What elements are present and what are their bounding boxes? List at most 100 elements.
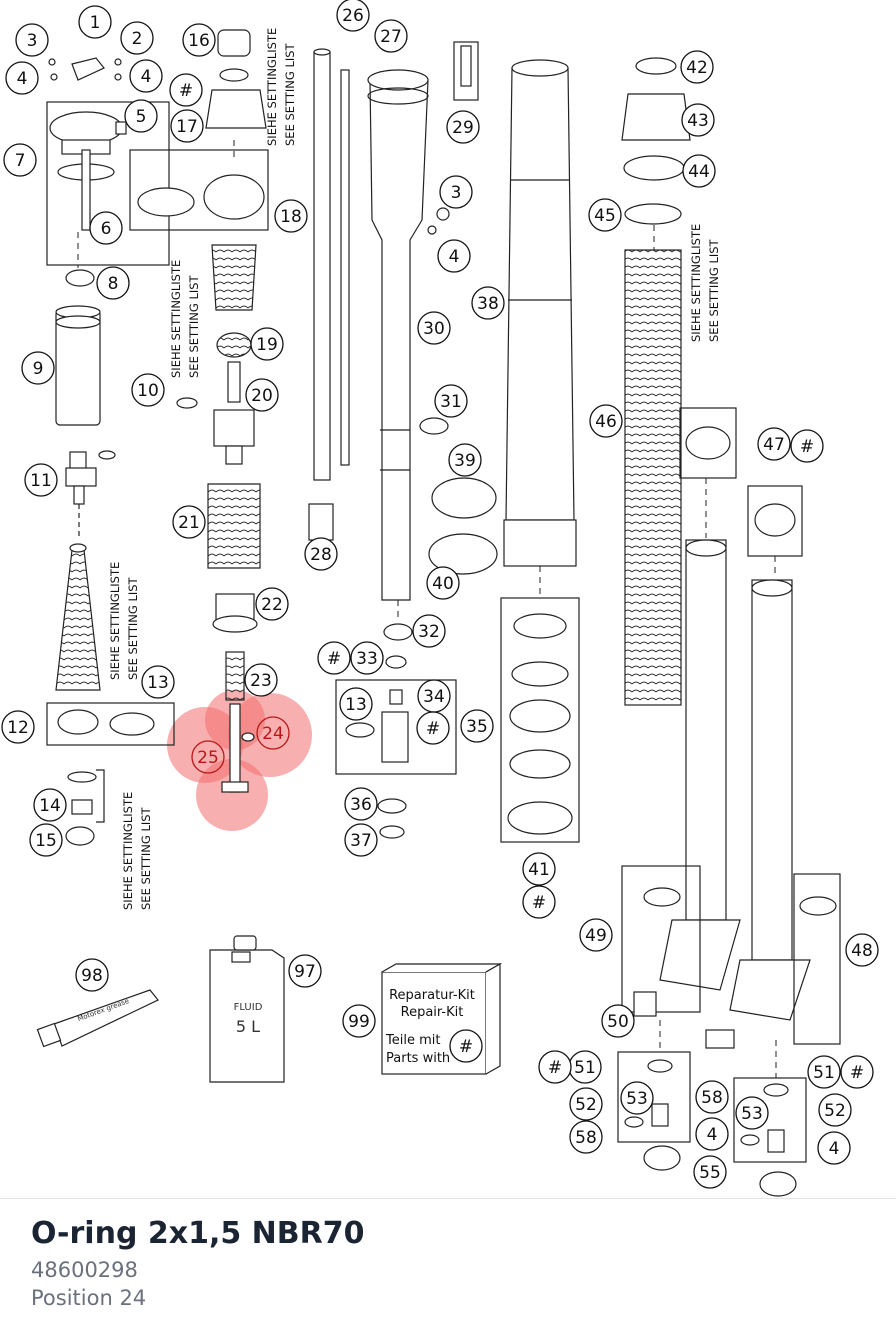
piston-rod-11 xyxy=(65,451,97,540)
box-58-right xyxy=(733,1077,807,1163)
callout-53-2[interactable]: 53 xyxy=(741,1104,763,1124)
callout-97-circle xyxy=(288,954,322,988)
callout-2[interactable]: 2 xyxy=(132,29,143,49)
lower-leg-right xyxy=(729,579,841,1045)
callout-40[interactable]: 40 xyxy=(432,574,454,594)
callout-10[interactable]: 10 xyxy=(137,381,159,401)
callout-19-circle xyxy=(250,327,284,361)
callout-4-4[interactable]: 4 xyxy=(707,1125,718,1145)
callout-51[interactable]: 51 xyxy=(574,1058,596,1078)
callout-48[interactable]: 48 xyxy=(851,941,873,961)
callout-26[interactable]: 26 xyxy=(342,6,364,26)
callout-4-5-circle xyxy=(817,1131,851,1165)
callout-15[interactable]: 15 xyxy=(35,831,57,851)
callout-18[interactable]: 18 xyxy=(280,207,302,227)
callout-hash-3[interactable]: # xyxy=(327,649,341,669)
callout-3-circle xyxy=(15,23,49,57)
setting-note-en-2: SEE SETTING LIST xyxy=(187,274,201,378)
callout-11[interactable]: 11 xyxy=(30,471,52,491)
callout-30[interactable]: 30 xyxy=(423,319,445,339)
callout-3[interactable]: 3 xyxy=(27,31,38,51)
callout-43-circle xyxy=(681,103,715,137)
callout-hash-5[interactable]: # xyxy=(532,893,546,913)
callout-47[interactable]: 47 xyxy=(763,435,785,455)
callout-hash-8[interactable]: # xyxy=(459,1037,473,1057)
callout-52[interactable]: 52 xyxy=(575,1095,597,1115)
callout-45[interactable]: 45 xyxy=(594,206,616,226)
callout-97[interactable]: 97 xyxy=(294,962,316,982)
callout-5[interactable]: 5 xyxy=(136,107,147,127)
callout-22[interactable]: 22 xyxy=(261,595,283,615)
callout-41[interactable]: 41 xyxy=(528,860,550,880)
callout-20[interactable]: 20 xyxy=(251,386,273,406)
callout-24[interactable]: 24 xyxy=(262,724,284,744)
callout-37[interactable]: 37 xyxy=(350,831,372,851)
callout-27[interactable]: 27 xyxy=(380,27,402,47)
callout-49[interactable]: 49 xyxy=(585,926,607,946)
callout-58-2[interactable]: 58 xyxy=(701,1088,723,1108)
callout-44[interactable]: 44 xyxy=(688,162,710,182)
callout-4-3[interactable]: 4 xyxy=(449,247,460,267)
callout-53-2-circle xyxy=(735,1096,769,1130)
callout-34[interactable]: 34 xyxy=(423,687,445,707)
callout-43[interactable]: 43 xyxy=(687,111,709,131)
callout-14-circle xyxy=(33,788,67,822)
callout-99[interactable]: 99 xyxy=(348,1012,370,1032)
callout-24-circle xyxy=(256,716,290,750)
callout-37-circle xyxy=(344,823,378,857)
callout-58-circle xyxy=(569,1120,603,1154)
setting-note-en-3: SEE SETTING LIST xyxy=(126,576,140,680)
callout-51-2[interactable]: 51 xyxy=(813,1063,835,1083)
callout-14[interactable]: 14 xyxy=(39,796,61,816)
oil-can-label: FLUID xyxy=(234,1002,263,1013)
callout-6[interactable]: 6 xyxy=(101,219,112,239)
callout-98[interactable]: 98 xyxy=(81,966,103,986)
callout-23[interactable]: 23 xyxy=(250,671,272,691)
callout-38[interactable]: 38 xyxy=(477,294,499,314)
callout-52-2[interactable]: 52 xyxy=(824,1101,846,1121)
callout-55[interactable]: 55 xyxy=(699,1163,721,1183)
callout-12[interactable]: 12 xyxy=(7,718,29,738)
callout-3-2[interactable]: 3 xyxy=(451,183,462,203)
callout-21[interactable]: 21 xyxy=(178,513,200,533)
callout-5-circle xyxy=(124,99,158,133)
callout-39[interactable]: 39 xyxy=(454,451,476,471)
callout-58[interactable]: 58 xyxy=(575,1128,597,1148)
callout-50[interactable]: 50 xyxy=(607,1012,629,1032)
callout-13-2[interactable]: 13 xyxy=(345,695,367,715)
callout-25[interactable]: 25 xyxy=(197,748,219,768)
callout-53[interactable]: 53 xyxy=(626,1089,648,1109)
callout-hash-1[interactable]: # xyxy=(179,81,193,101)
callout-31[interactable]: 31 xyxy=(440,392,462,412)
callout-hash-2[interactable]: # xyxy=(800,437,814,457)
callout-29[interactable]: 29 xyxy=(452,118,474,138)
callout-16[interactable]: 16 xyxy=(188,31,210,51)
callout-42[interactable]: 42 xyxy=(686,58,708,78)
callout-8[interactable]: 8 xyxy=(108,274,119,294)
divider xyxy=(0,1198,896,1199)
ring-51-right xyxy=(763,1083,789,1097)
callout-17[interactable]: 17 xyxy=(176,117,198,137)
callout-hash-4[interactable]: # xyxy=(426,719,440,739)
callout-36[interactable]: 36 xyxy=(350,795,372,815)
callout-32[interactable]: 32 xyxy=(418,622,440,642)
callout-hash-6[interactable]: # xyxy=(548,1058,562,1078)
callout-9[interactable]: 9 xyxy=(33,359,44,379)
callout-4-2[interactable]: 4 xyxy=(141,67,152,87)
callout-38-circle xyxy=(471,286,505,320)
callout-33[interactable]: 33 xyxy=(356,649,378,669)
callout-4-5[interactable]: 4 xyxy=(829,1139,840,1159)
callout-28[interactable]: 28 xyxy=(310,545,332,565)
callout-13[interactable]: 13 xyxy=(147,673,169,693)
callout-hash-7[interactable]: # xyxy=(850,1063,864,1083)
callout-19[interactable]: 19 xyxy=(256,335,278,355)
callout-7[interactable]: 7 xyxy=(15,151,26,171)
setting-note-de-5: SIEHE SETTINGLISTE xyxy=(689,224,703,342)
callout-44-circle xyxy=(682,154,716,188)
callout-46[interactable]: 46 xyxy=(595,412,617,432)
callout-35[interactable]: 35 xyxy=(466,717,488,737)
callout-1[interactable]: 1 xyxy=(90,13,101,33)
callout-46-circle xyxy=(589,404,623,438)
callout-45-circle xyxy=(588,198,622,232)
callout-4[interactable]: 4 xyxy=(17,69,28,89)
